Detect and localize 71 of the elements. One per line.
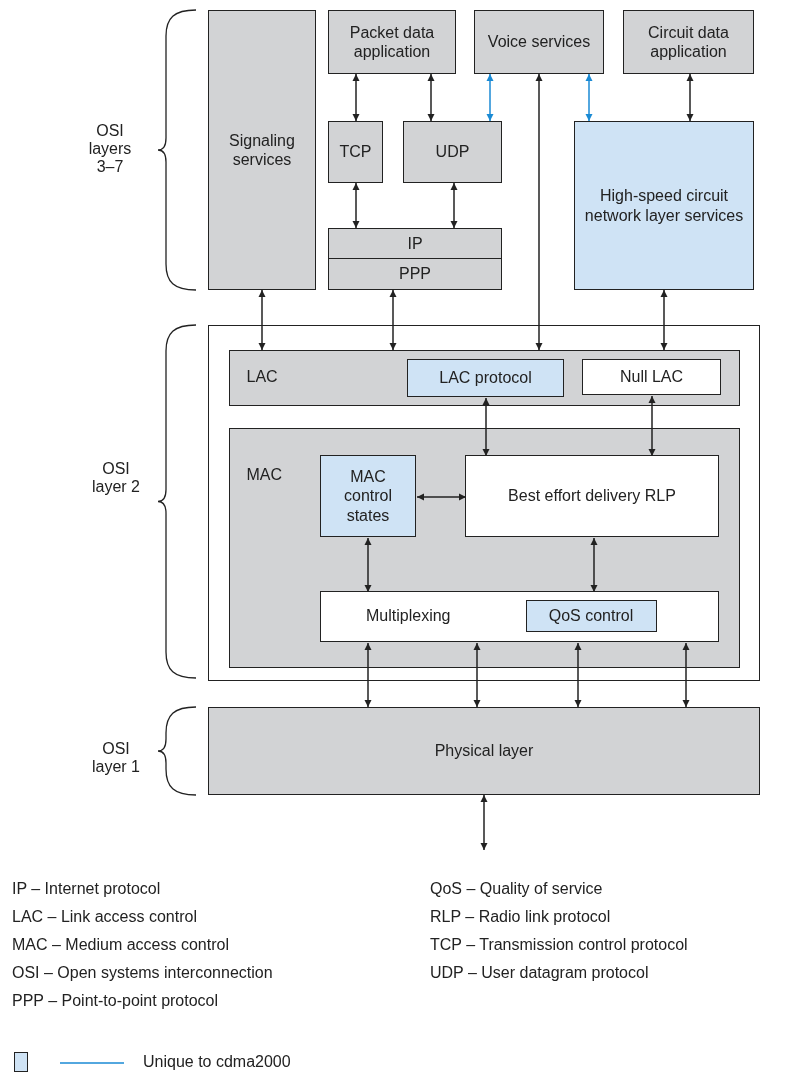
arrow [648,395,656,457]
layer-label: OSI layer 1 [91,740,141,776]
abbreviation-definition: MAC – Medium access control [12,936,229,954]
arrow [473,642,481,708]
protocol-box [582,359,721,395]
box-label: High-speed circuit network layer services [583,186,745,225]
box-label: Circuit data application [647,22,730,62]
state-box [320,455,416,537]
sublayer-box [228,427,740,668]
layer-box [208,325,760,681]
box-label: Null LAC [618,367,685,387]
layer-label: OSI layer 2 [91,460,141,496]
arrow [660,289,668,351]
abbreviation-definition: RLP – Radio link protocol [430,908,611,926]
protocol-box [407,359,564,397]
protocol-box [328,228,502,259]
application-box [623,10,754,74]
abbreviation-definition: LAC – Link access control [12,908,197,926]
arrow [590,537,598,593]
arrow [427,73,435,122]
physical-layer-box [208,707,760,795]
abbreviation-definition: IP – Internet protocol [12,880,161,898]
layer-label: OSI layers 3–7 [87,122,133,176]
box-label: Packet data application [348,22,436,62]
sublayer-box [228,349,740,406]
box-label: TCP [338,142,373,162]
multiplexing-box [320,591,719,642]
protocol-box [328,258,502,290]
arrow [258,289,266,351]
arrow [686,73,694,122]
abbreviation-definition: PPP – Point-to-point protocol [12,992,219,1010]
box-label: PPP [398,264,432,284]
box-label: QoS control [547,605,635,626]
abbreviation-definition: UDP – User datagram protocol [430,964,649,982]
control-box [525,599,657,632]
arrow [364,537,372,593]
abbreviation-definition: OSI – Open systems interconnection [12,964,273,982]
box-label: MAC [245,464,284,484]
box-label: Multiplexing [365,606,452,626]
arrow [482,397,490,457]
box-label: Physical layer [433,741,535,761]
arrow [416,493,467,501]
arrow [682,642,690,708]
box-label: UDP [434,142,471,162]
arrow [585,73,593,122]
delivery-box [465,455,719,537]
arrow [450,182,458,229]
box-label: Best effort delivery RLP [507,486,677,506]
application-box [328,10,456,74]
legend-text: Unique to cdma2000 [143,1053,291,1071]
arrow [352,182,360,229]
abbreviation-definition: QoS – Quality of service [430,880,603,898]
service-box [574,121,754,290]
arrow [352,73,360,122]
arrow [574,642,582,708]
protocol-box [328,121,383,183]
box-label: Voice services [486,32,592,52]
service-box [208,10,316,290]
box-label: IP [406,233,424,254]
box-label: Signaling services [228,130,296,170]
arrow [364,642,372,708]
service-box [474,10,604,74]
arrow [480,794,488,851]
box-label: LAC protocol [438,368,533,388]
arrow [389,289,397,351]
arrow [486,73,494,122]
arrow [535,73,543,351]
box-label: MAC control states [343,467,393,525]
box-label: LAC [245,366,279,386]
abbreviation-definition: TCP – Transmission control protocol [430,936,688,954]
protocol-box [403,121,502,183]
